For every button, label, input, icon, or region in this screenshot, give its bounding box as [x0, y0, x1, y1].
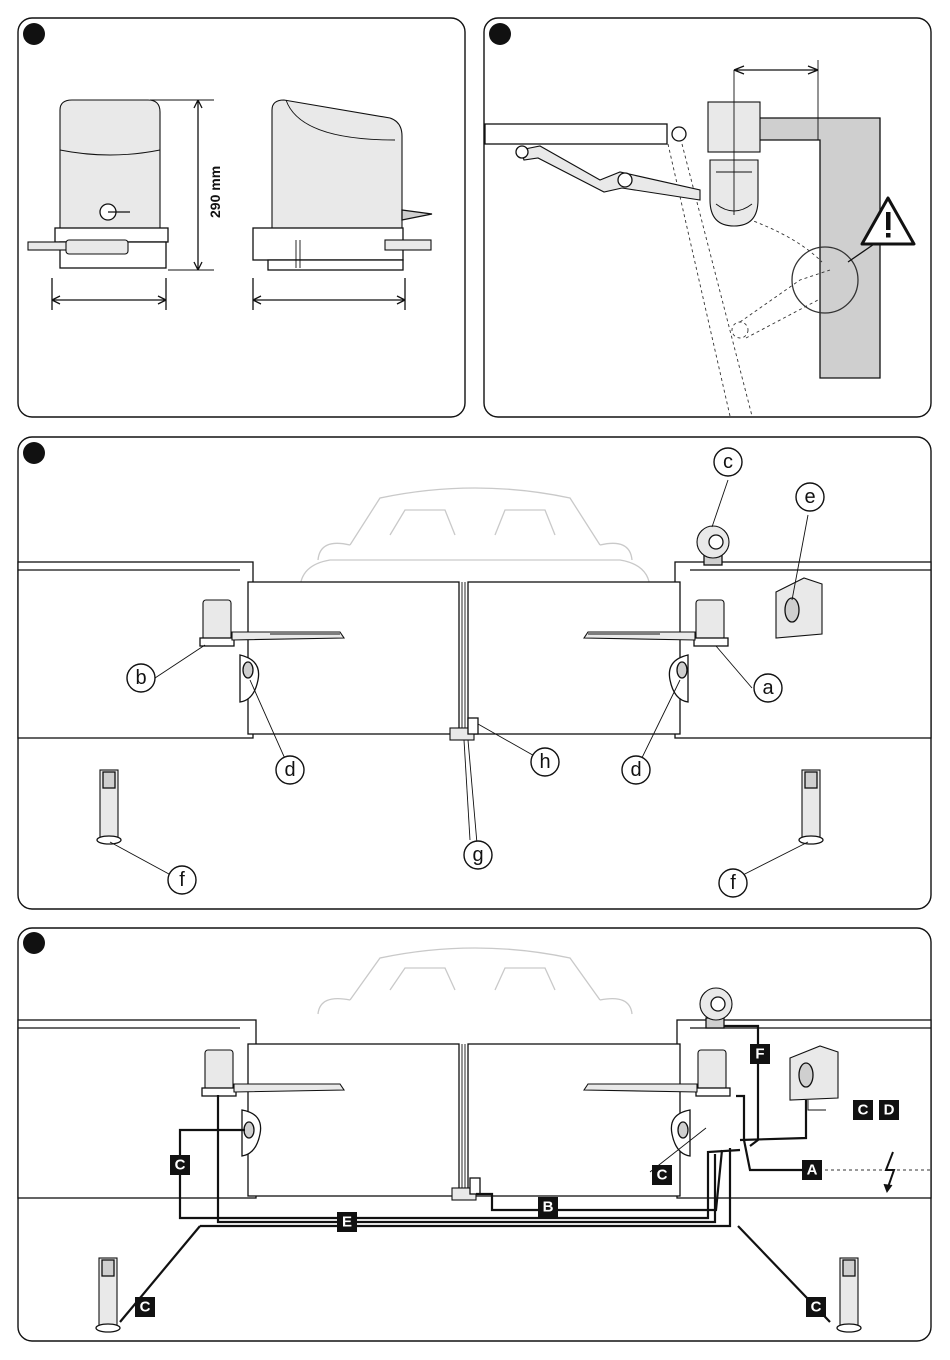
- svg-text:c: c: [723, 451, 733, 473]
- callout-e: e: [796, 483, 824, 511]
- electric-lock-2: [470, 1178, 480, 1194]
- callout-d-right: d: [622, 756, 650, 784]
- figure-4-wiring-layout: A B C C C C C D E F: [18, 928, 931, 1341]
- left-wall: [18, 562, 253, 738]
- post-right: [799, 770, 823, 844]
- cable-label-C-left-lower: C: [135, 1297, 155, 1317]
- svg-text:F: F: [755, 1046, 764, 1063]
- figure-1-bullet: [23, 23, 45, 45]
- cable-label-C-left-upper: C: [170, 1155, 190, 1175]
- gate-leaf-left-2: [248, 1044, 459, 1196]
- figure-3-bullet: [23, 442, 45, 464]
- figure-2-installation-geometry: [484, 18, 931, 417]
- gate-leaf-right-2: [468, 1044, 680, 1196]
- svg-text:C: C: [175, 1157, 186, 1174]
- callout-d-left: d: [276, 756, 304, 784]
- gate-leaf-right: [468, 582, 680, 734]
- cable-label-C-right-lower: C: [806, 1297, 826, 1317]
- svg-text:d: d: [284, 759, 295, 781]
- svg-text:C: C: [811, 1299, 822, 1316]
- gate-leaf: [485, 124, 667, 144]
- post-right-2: [837, 1258, 861, 1332]
- cable-label-C-keyswitch: C: [853, 1100, 873, 1120]
- callout-f-right: f: [719, 869, 747, 897]
- svg-text:E: E: [342, 1214, 352, 1231]
- figure-1-motor-dimensions: 290 mm: [18, 18, 465, 417]
- svg-text:A: A: [807, 1162, 818, 1179]
- svg-text:g: g: [472, 844, 483, 866]
- cable-label-E: E: [337, 1212, 357, 1232]
- callout-c: c: [714, 448, 742, 476]
- callout-b: b: [127, 664, 155, 692]
- left-wall-2: [18, 1020, 256, 1198]
- cable-label-C-right-mid: C: [652, 1165, 672, 1185]
- figure-3-component-layout: a b c d d e f f g h: [18, 437, 931, 909]
- height-dimension-label: 290 mm: [207, 166, 223, 218]
- callout-a: a: [754, 674, 782, 702]
- callout-h: h: [531, 748, 559, 776]
- cable-label-B: B: [538, 1197, 558, 1217]
- electric-lock: [468, 718, 478, 734]
- cable-label-D-keyswitch: D: [879, 1100, 899, 1120]
- post-left-2: [96, 1258, 120, 1332]
- svg-text:C: C: [140, 1299, 151, 1316]
- svg-text:B: B: [543, 1199, 554, 1216]
- callout-g: g: [464, 841, 492, 869]
- svg-text:d: d: [630, 759, 641, 781]
- post-left: [97, 770, 121, 844]
- svg-text:C: C: [657, 1167, 668, 1184]
- figure-2-bullet: [489, 23, 511, 45]
- svg-text:h: h: [539, 751, 550, 773]
- cable-label-F: F: [750, 1044, 770, 1064]
- figure-4-bullet: [23, 932, 45, 954]
- svg-text:e: e: [804, 486, 815, 508]
- svg-text:C: C: [858, 1102, 869, 1119]
- gate-leaf-left: [248, 582, 459, 734]
- callout-f-left: f: [168, 866, 196, 894]
- svg-text:f: f: [179, 869, 185, 891]
- svg-text:b: b: [135, 667, 146, 689]
- svg-text:D: D: [884, 1102, 895, 1119]
- svg-text:a: a: [762, 677, 774, 699]
- svg-text:f: f: [730, 872, 736, 894]
- cable-label-A: A: [802, 1160, 822, 1180]
